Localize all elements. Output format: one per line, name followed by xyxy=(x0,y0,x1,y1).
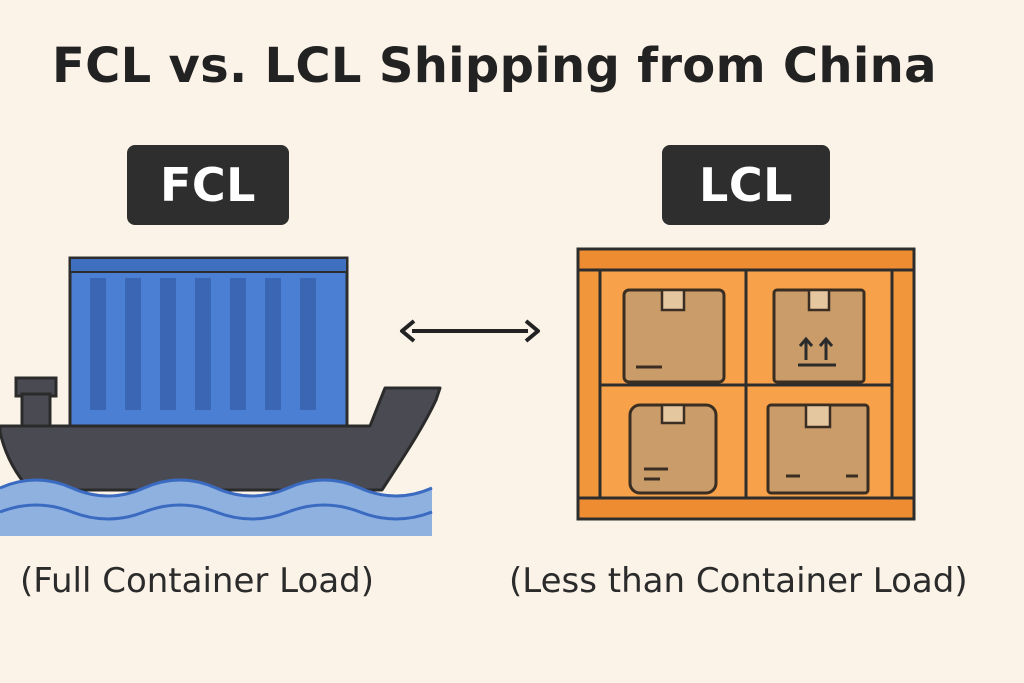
diagram-title: FCL vs. LCL Shipping from China xyxy=(52,38,937,94)
this-side-up-arrows-icon xyxy=(798,336,836,367)
lcl-caption: (Less than Container Load) xyxy=(509,561,968,601)
cardboard-box-icon xyxy=(772,288,866,384)
fcl-caption: (Full Container Load) xyxy=(20,561,374,601)
shipping-container-icon xyxy=(68,256,349,432)
cardboard-box-icon xyxy=(628,403,718,495)
cardboard-box-icon xyxy=(766,403,870,495)
double-arrow-icon xyxy=(400,319,540,343)
cardboard-box-icon xyxy=(622,288,726,384)
lcl-label-badge: LCL xyxy=(662,145,830,225)
fcl-label-badge: FCL xyxy=(127,145,289,225)
cargo-ship-icon xyxy=(0,376,442,492)
water-waves-icon xyxy=(0,478,433,536)
